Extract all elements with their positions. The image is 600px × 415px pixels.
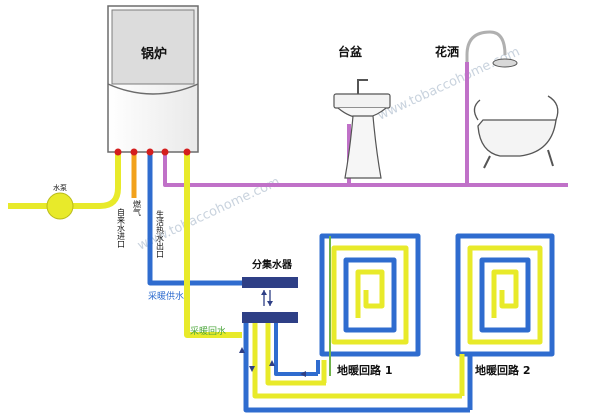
heating-return-label: 采暖回水 xyxy=(190,325,226,337)
boiler-panel xyxy=(111,9,195,85)
bathtub: 花洒 xyxy=(435,44,559,169)
boiler-curve xyxy=(107,83,199,95)
boiler-ports xyxy=(114,148,191,156)
floor-loop-2 xyxy=(455,233,555,410)
floor-loop-1 xyxy=(316,233,421,383)
faucet-icon xyxy=(357,79,368,94)
floor-loop-1-label: 地暖回路 1 xyxy=(337,363,392,377)
tap-water-inlet-label: 自来水进口 xyxy=(117,207,126,248)
manifold-label: 分集水器 xyxy=(252,258,293,271)
pipe-labels: 自来水进口 燃气 生活热水出口 xyxy=(117,199,165,258)
water-pump-label: 水泵 xyxy=(53,183,67,192)
boiler: 锅炉 xyxy=(107,5,199,153)
heating-pipes xyxy=(147,152,242,338)
basin: 台盆 xyxy=(333,44,391,179)
gas-label: 燃气 xyxy=(133,199,142,216)
manifold-supply-bar xyxy=(242,277,298,288)
heating-supply-label: 采暖供水 xyxy=(148,290,184,302)
boiler-label: 锅炉 xyxy=(141,46,167,62)
manifold-return-bar xyxy=(242,312,298,323)
hot-water-outlet-label: 生活热水出口 xyxy=(156,209,165,258)
heating-supply-pipe xyxy=(147,152,242,286)
water-pump-icon xyxy=(46,192,74,220)
loop-feed-pipes xyxy=(239,323,470,413)
basin-label: 台盆 xyxy=(338,44,363,59)
shower-head-icon xyxy=(492,58,518,68)
basin-pedestal xyxy=(344,115,382,179)
heating-return-pipe xyxy=(184,152,242,338)
floor-loop-2-label: 地暖回路 2 xyxy=(475,363,530,377)
shower-riser xyxy=(465,30,507,185)
shower-label: 花洒 xyxy=(435,44,459,59)
cold-water-inlet: 水泵 xyxy=(8,152,121,220)
manifold: 分集水器 xyxy=(242,258,298,323)
